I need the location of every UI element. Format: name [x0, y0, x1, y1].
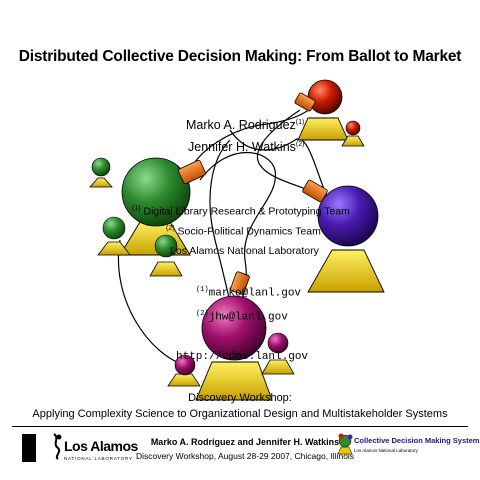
node-large-green — [119, 157, 206, 256]
author-1-mark: (1) — [295, 118, 305, 126]
workshop-title: Discovery Workshop: — [188, 392, 292, 404]
author-2-name: Jennifer H. Watkins — [188, 140, 296, 154]
email-2[interactable]: (2)jhw@lanl.gov — [196, 310, 288, 324]
affiliation-3: Los Alamos National Laboratory — [170, 245, 319, 257]
email-2-mark: (2) — [196, 310, 209, 318]
email-2-text: jhw@lanl.gov — [208, 311, 288, 324]
node-small-red — [341, 120, 365, 147]
author-1: Marko A. Rodriguez(1) — [186, 118, 304, 132]
cdms-logo-title: Collective Decision Making Systems — [354, 436, 480, 445]
author-2: Jennifer H. Watkins(2) — [188, 140, 304, 154]
node-red — [294, 79, 349, 141]
affiliation-1-text: Digital Library Research & Prototyping T… — [143, 205, 350, 218]
affiliation-3-text: Los Alamos National Laboratory — [170, 245, 319, 257]
node-small-green-left — [89, 157, 113, 188]
cdms-logo-subtitle: Los Alamos National Laboratory — [354, 448, 418, 453]
node-small-magenta-right — [261, 332, 295, 375]
node-small-magenta-left — [167, 354, 201, 387]
page-title: Distributed Collective Decision Making: … — [18, 48, 462, 65]
node-small-green-a — [97, 216, 131, 256]
footer-event: Discovery Workshop, August 28-29 2007, C… — [135, 451, 355, 461]
footer-authors: Marko A. Rodriguez and Jennifer H. Watki… — [150, 437, 340, 447]
node-magenta — [195, 271, 273, 401]
affiliation-1-mark: (1) — [132, 205, 141, 212]
affiliation-1: (1) Digital Library Research & Prototypi… — [132, 205, 350, 218]
affiliation-2-mark: (2) — [166, 225, 175, 232]
workshop-subtitle: Applying Complexity Science to Organizat… — [32, 408, 448, 420]
lanl-logo-subtitle: NATIONAL LABORATORY — [64, 456, 133, 461]
author-1-name: Marko A. Rodriguez — [186, 118, 296, 132]
node-purple — [302, 179, 385, 293]
author-2-mark: (2) — [295, 140, 305, 148]
lanl-logo-name: Los Alamos — [64, 438, 138, 454]
footer-black-block — [22, 434, 36, 462]
email-1-text: marko@lanl.gov — [208, 287, 302, 300]
cdms-logo-icon — [337, 433, 353, 455]
affiliation-2: (2) Socio-Political Dynamics Team — [166, 225, 321, 238]
email-1[interactable]: (1)marko@lanl.gov — [196, 286, 301, 300]
footer-divider — [12, 426, 468, 427]
email-1-mark: (1) — [196, 286, 209, 294]
node-small-green-b — [149, 234, 183, 277]
affiliation-2-text: Socio-Political Dynamics Team — [177, 225, 321, 238]
project-url[interactable]: http://cdms.lanl.gov — [176, 351, 309, 363]
lanl-logo-icon — [53, 433, 62, 460]
